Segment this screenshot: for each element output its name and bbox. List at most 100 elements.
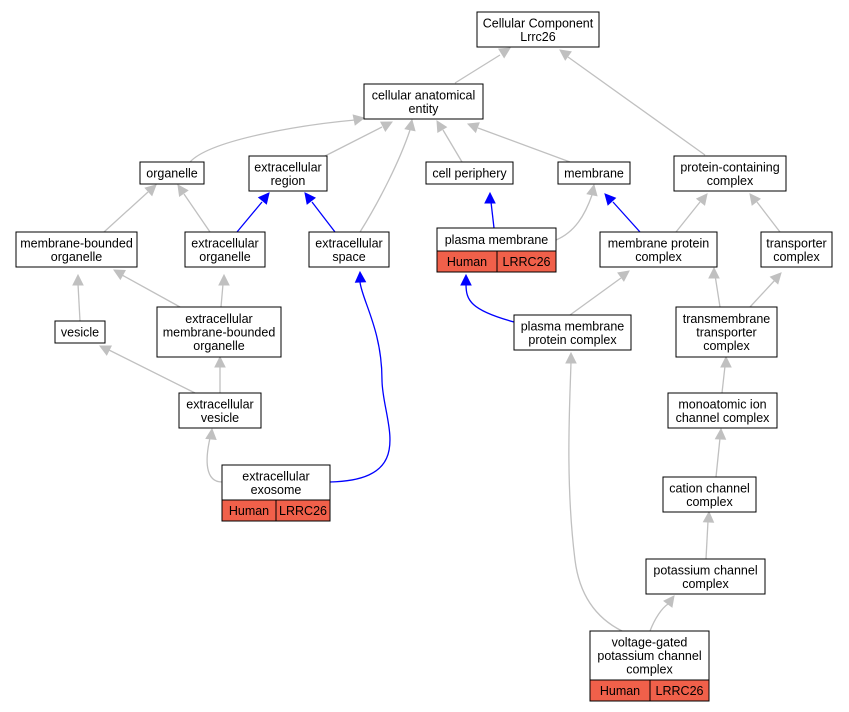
node-box (248, 155, 328, 192)
node-label: transporter (696, 326, 756, 340)
node-label: exosome (251, 483, 302, 497)
edge-ves-to-mbo (77, 283, 81, 322)
edge-kcc-to-ccc (705, 520, 709, 560)
node-box (15, 231, 138, 268)
edge-cellper-to-cae (442, 129, 463, 163)
node-box (599, 231, 718, 268)
edge-mpc-to-membrane (612, 201, 641, 233)
arrowhead-embo-to-mbo (113, 269, 126, 281)
arrowhead-pmpc-to-pm (460, 273, 472, 286)
arrowhead-ves-to-mbo (72, 273, 84, 286)
node-label: monoatomic ion (678, 397, 766, 411)
node-label: organelle (51, 250, 102, 264)
gene-tag-box (649, 679, 710, 702)
node-label: membrane-bounded (20, 236, 133, 250)
node-label: complex (626, 663, 673, 677)
node-label: Lrrc26 (520, 30, 555, 44)
edge-mbo-to-organelle (103, 191, 149, 233)
edge-tmtc-to-mpc (714, 274, 721, 308)
node-box (139, 161, 205, 185)
node-box (308, 231, 390, 268)
node-box (513, 314, 632, 351)
species-tag: Human (600, 684, 640, 698)
node-label: cellular anatomical (372, 88, 476, 102)
node-label: Cellular Component (483, 16, 594, 30)
node-box (54, 320, 106, 344)
node-label: plasma membrane (445, 233, 549, 247)
species-tag: Human (229, 504, 269, 518)
arrowhead-eco-to-ecr (257, 192, 270, 205)
node-label: complex (686, 495, 733, 509)
arrowhead-cae-to-root (498, 47, 511, 59)
node-label: potassium channel (597, 649, 701, 663)
arrowhead-ecs-to-cae (404, 118, 416, 132)
edge-mic-to-tmtc (721, 365, 726, 394)
arrowhead-pcc-to-root (559, 49, 572, 61)
edge-ecs-to-ecr (311, 201, 336, 233)
node-label: entity (409, 102, 440, 116)
arrowhead-exo-to-ecs (354, 270, 367, 283)
node-label: complex (703, 339, 750, 353)
node-label: membrane (564, 167, 624, 181)
arrowhead-ecv-to-ves (99, 345, 112, 356)
arrowhead-vgkc-to-kcc (663, 595, 675, 608)
edge-vgkc-to-pmpc (568, 361, 623, 632)
node-box (675, 306, 778, 358)
arrowhead-mpc-to-membrane (604, 193, 617, 206)
gene-tag-box (496, 250, 557, 273)
node-label: complex (707, 174, 754, 188)
node-box (476, 11, 600, 48)
edge-pm-to-membrane (555, 194, 593, 241)
node-label: complex (682, 577, 729, 591)
arrowhead-mic-to-tmtc (720, 355, 732, 368)
arrowhead-eco-to-organelle (177, 184, 189, 197)
node-label: plasma membrane (521, 319, 625, 333)
edge-pmpc-to-pm (465, 283, 515, 323)
node-label: protein complex (528, 333, 617, 347)
node-label: extracellular (191, 236, 258, 250)
node-cellper[interactable]: cell periphery (425, 161, 514, 185)
node-box (673, 155, 787, 192)
node-label: voltage-gated (612, 636, 688, 650)
node-ves[interactable]: vesicle (54, 320, 106, 344)
node-label: extracellular (185, 312, 252, 326)
node-organelle[interactable]: organelle (139, 161, 205, 185)
node-label: space (332, 250, 365, 264)
arrowhead-kcc-to-ccc (702, 510, 715, 523)
node-label: protein-containing (680, 160, 779, 174)
edge-trc-to-pcc (756, 201, 781, 233)
arrowhead-organelle-to-cae (352, 114, 366, 126)
node-box (667, 392, 778, 429)
edge-embo-to-mbo (121, 274, 181, 308)
node-box (156, 306, 282, 358)
edge-mpc-to-pcc (675, 201, 701, 233)
node-box (363, 83, 484, 120)
node-label: extracellular (186, 397, 253, 411)
gene-tag: LRRC26 (279, 504, 327, 518)
node-label: cell periphery (432, 167, 507, 181)
node-membrane[interactable]: membrane (557, 161, 631, 185)
arrowhead-mbo-to-organelle (144, 184, 157, 197)
node-label: potassium channel (653, 563, 757, 577)
node-label: organelle (193, 339, 244, 353)
